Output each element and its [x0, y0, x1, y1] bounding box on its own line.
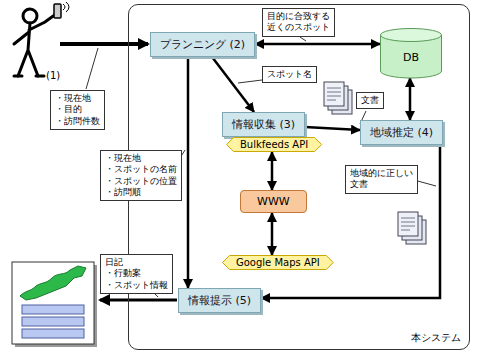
api-hexagon: Bulkfeeds API — [226, 137, 322, 152]
node-text: 地域推定 (4) — [370, 125, 433, 140]
callout-box: スポット名 — [262, 66, 317, 83]
node-text: 情報提示 (5) — [188, 293, 251, 308]
node-text: WWW — [257, 195, 290, 208]
leader-line — [86, 37, 436, 297]
callout-box: ・現在地・目的・訪問件数 — [50, 90, 105, 130]
node-text: 地域的に正しい 文書 — [350, 168, 413, 191]
node-text: ・スポットの名前 — [105, 164, 177, 175]
node-text: ・現在地 — [55, 93, 100, 104]
node-text: Google Maps API — [236, 257, 320, 268]
node-text: 情報収集 (3) — [232, 117, 295, 132]
document-stack — [398, 212, 426, 244]
flow-arrow — [261, 145, 440, 298]
node-text: 日記 — [105, 257, 168, 268]
node-text: ・スポットの位置 — [105, 176, 177, 187]
api-hexagon: Google Maps API — [222, 255, 334, 270]
flow-arrow — [187, 57, 190, 288]
node-text: ・訪問件数 — [55, 116, 100, 127]
document-stack — [324, 82, 352, 114]
node-text: ・スポット情報 — [105, 280, 168, 291]
callout-box: 目的に合致する 近くのスポット — [262, 8, 335, 37]
person-figure — [14, 9, 56, 76]
process-box: 情報収集 (3) — [222, 112, 305, 137]
callout-box: 文書 — [356, 92, 384, 109]
node-text: DB — [403, 51, 419, 64]
node-text: 文書 — [361, 95, 379, 106]
www-box: WWW — [240, 190, 307, 213]
node-text: 目的に合致する 近くのスポット — [267, 11, 330, 34]
flow-arrow — [305, 127, 360, 130]
flow-arrow — [271, 213, 274, 255]
callout-box: 地域的に正しい 文書 — [345, 165, 418, 194]
node-text: スポット名 — [267, 69, 312, 80]
process-box: プランニング (2) — [150, 32, 255, 57]
output-arrow — [100, 299, 177, 302]
flow-arrow — [271, 152, 274, 190]
region-title: 本システム — [411, 331, 461, 345]
callout-box: ・現在地・スポットの名前・スポットの位置・訪問順 — [100, 150, 182, 201]
node-text: ・訪問順 — [105, 187, 177, 198]
input-arrow — [60, 42, 148, 46]
flow-arrow — [409, 78, 412, 120]
node-text: ・目的 — [55, 104, 100, 115]
callout-number: (1) — [46, 70, 60, 81]
output-page — [12, 262, 97, 347]
flow-arrow — [255, 43, 380, 46]
process-box: 地域推定 (4) — [360, 120, 443, 145]
flow-arrow — [212, 57, 254, 112]
node-text: ・行動案 — [105, 268, 168, 279]
node-text: プランニング (2) — [160, 37, 245, 52]
node-text: ・現在地 — [105, 153, 177, 164]
phone-icon — [54, 2, 69, 18]
node-text: Bulkfeeds API — [240, 139, 308, 150]
process-box: 情報提示 (5) — [178, 288, 261, 313]
database-cylinder: DB — [380, 28, 442, 78]
callout-box: 日記・行動案・スポット情報 — [100, 254, 173, 294]
